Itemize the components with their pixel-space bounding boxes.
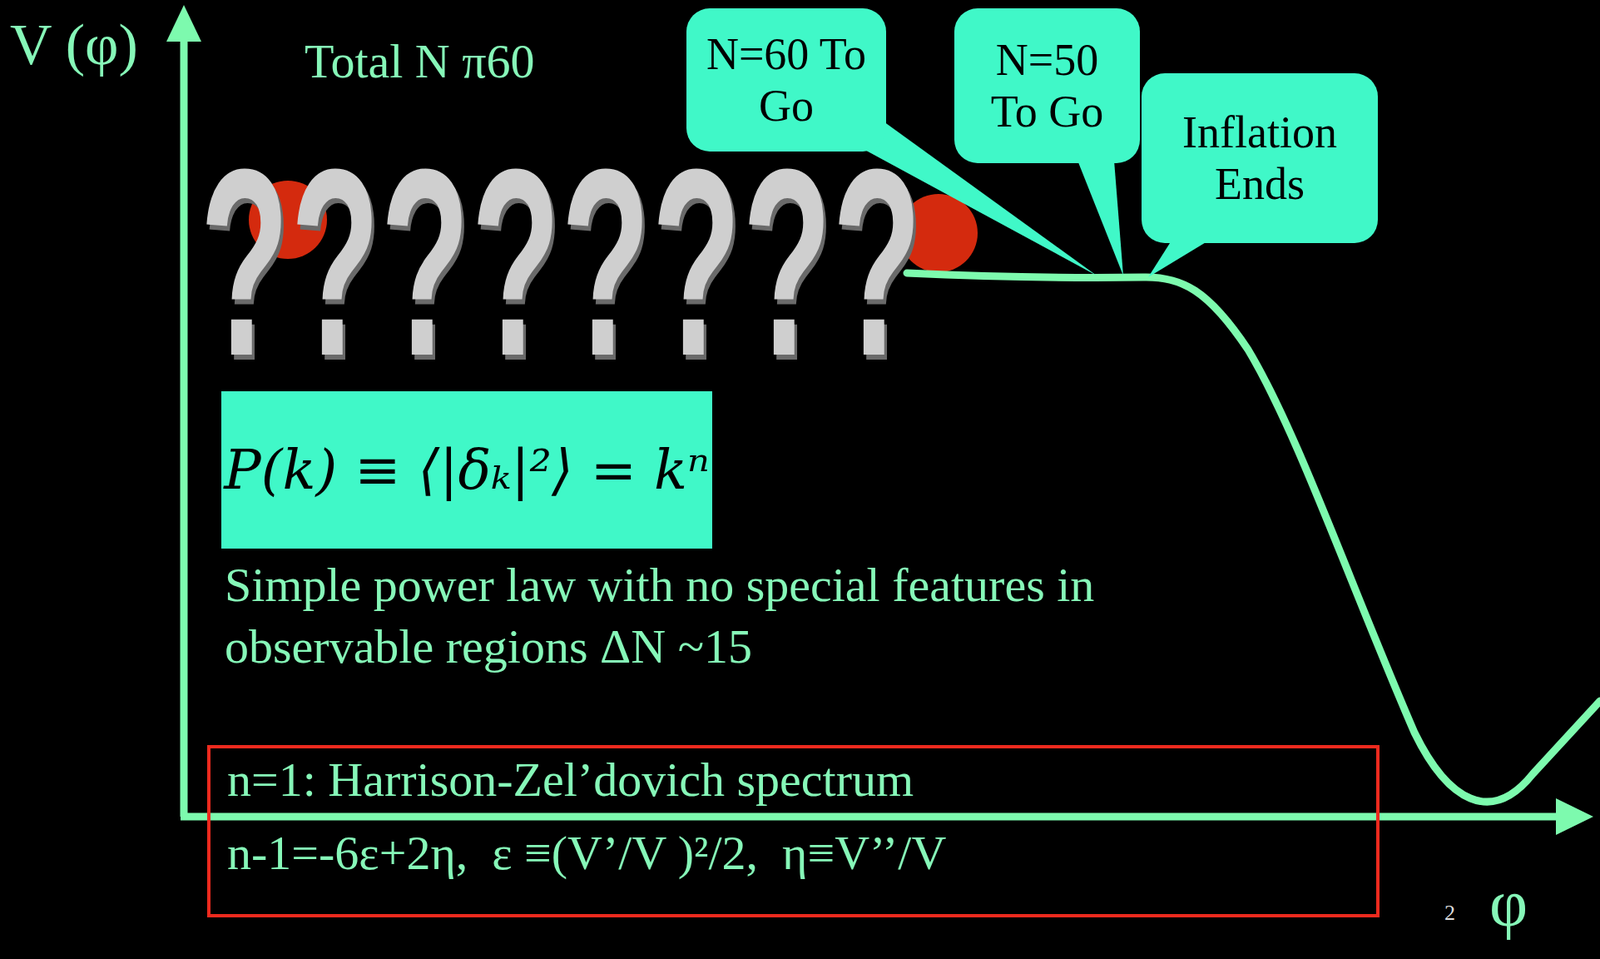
- question-mark: ?: [198, 128, 291, 396]
- v-axis: [180, 33, 189, 817]
- slide-number: 2: [1444, 900, 1456, 926]
- callout-tail: [1073, 149, 1124, 276]
- callout-bubble: N=50 To Go: [954, 8, 1140, 164]
- node-text: N=50 To Go: [967, 34, 1127, 138]
- question-mark: ?: [559, 128, 652, 396]
- note-text: Simple power law with no special feature…: [224, 554, 1099, 678]
- question-mark: ?: [470, 128, 562, 396]
- v-axis-arrow: [166, 4, 202, 42]
- formula-box: P(k) ≡ ⟨|δₖ|²⟩ = kⁿ: [221, 391, 713, 549]
- note-text: Total N π60: [304, 33, 535, 90]
- node-text: P(k) ≡ ⟨|δₖ|²⟩ = kⁿ: [223, 437, 709, 502]
- phi-axis-arrow: [1555, 797, 1594, 835]
- question-mark: ?: [831, 128, 923, 396]
- question-mark: ?: [741, 128, 833, 396]
- axis-label: V (φ): [9, 11, 139, 79]
- question-mark: ?: [289, 128, 382, 396]
- node-text: Inflation Ends: [1154, 106, 1365, 210]
- phi-axis: [180, 812, 1565, 821]
- node-text: n-1=-6ε+2η, ε ≡(V’/V )²/2, η≡V’’/V: [227, 822, 1362, 883]
- axis-label: φ: [1489, 865, 1528, 942]
- question-mark: ?: [379, 128, 471, 396]
- potential-curve: [906, 272, 1600, 802]
- node-text: n=1: Harrison-Zel’dovich spectrum: [227, 749, 1362, 810]
- highlight-box: n=1: Harrison-Zel’dovich spectrum n-1=-6ε…: [207, 744, 1380, 917]
- node-text: N=60 To Go: [699, 28, 873, 132]
- question-mark: ?: [650, 128, 743, 396]
- callout-bubble: Inflation Ends: [1141, 73, 1378, 243]
